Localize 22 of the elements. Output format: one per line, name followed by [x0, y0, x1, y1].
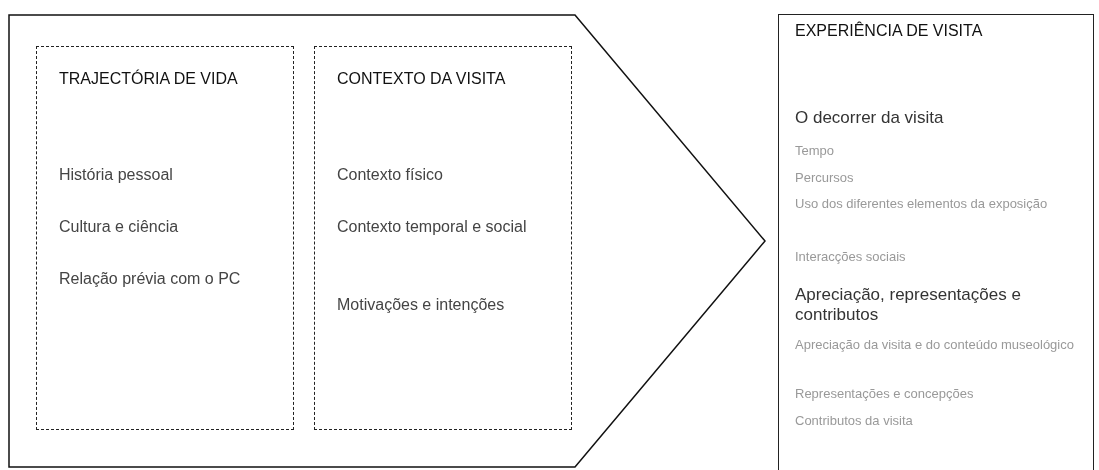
panel-box: [778, 14, 1094, 470]
section-heading: EXPERIÊNCIA DE VISITA: [795, 21, 984, 41]
factor-text: Contexto temporal e social: [337, 217, 528, 237]
section-heading: CONTEXTO DA VISITA: [337, 69, 507, 89]
item-text: Apreciação da visita e do conteúdo museológico: [795, 337, 1075, 353]
section-heading: TRAJECTÓRIA DE VIDA: [59, 69, 239, 89]
factor-text: Cultura e ciência: [59, 217, 180, 237]
factor-text: Motivações e intenções: [337, 295, 506, 315]
subheading: O decorrer da visita: [795, 108, 945, 129]
subheading: Apreciação, representações e contributos: [795, 285, 1022, 326]
dashed-box: [314, 46, 572, 430]
factor-text: História pessoal: [59, 165, 174, 185]
item-text: Representações e concepções: [795, 386, 975, 402]
factor-text: Contexto físico: [337, 165, 444, 185]
dashed-box: [36, 46, 294, 430]
factor-text: Relação prévia com o PC: [59, 269, 242, 289]
item-text: Percursos: [795, 170, 855, 186]
item-text: Uso dos diferentes elementos da exposição: [795, 196, 1049, 212]
item-text: Interacções sociais: [795, 249, 907, 265]
item-text: Tempo: [795, 143, 836, 159]
item-text: Contributos da visita: [795, 413, 914, 429]
pentagon-arrow-shape: [8, 14, 766, 468]
